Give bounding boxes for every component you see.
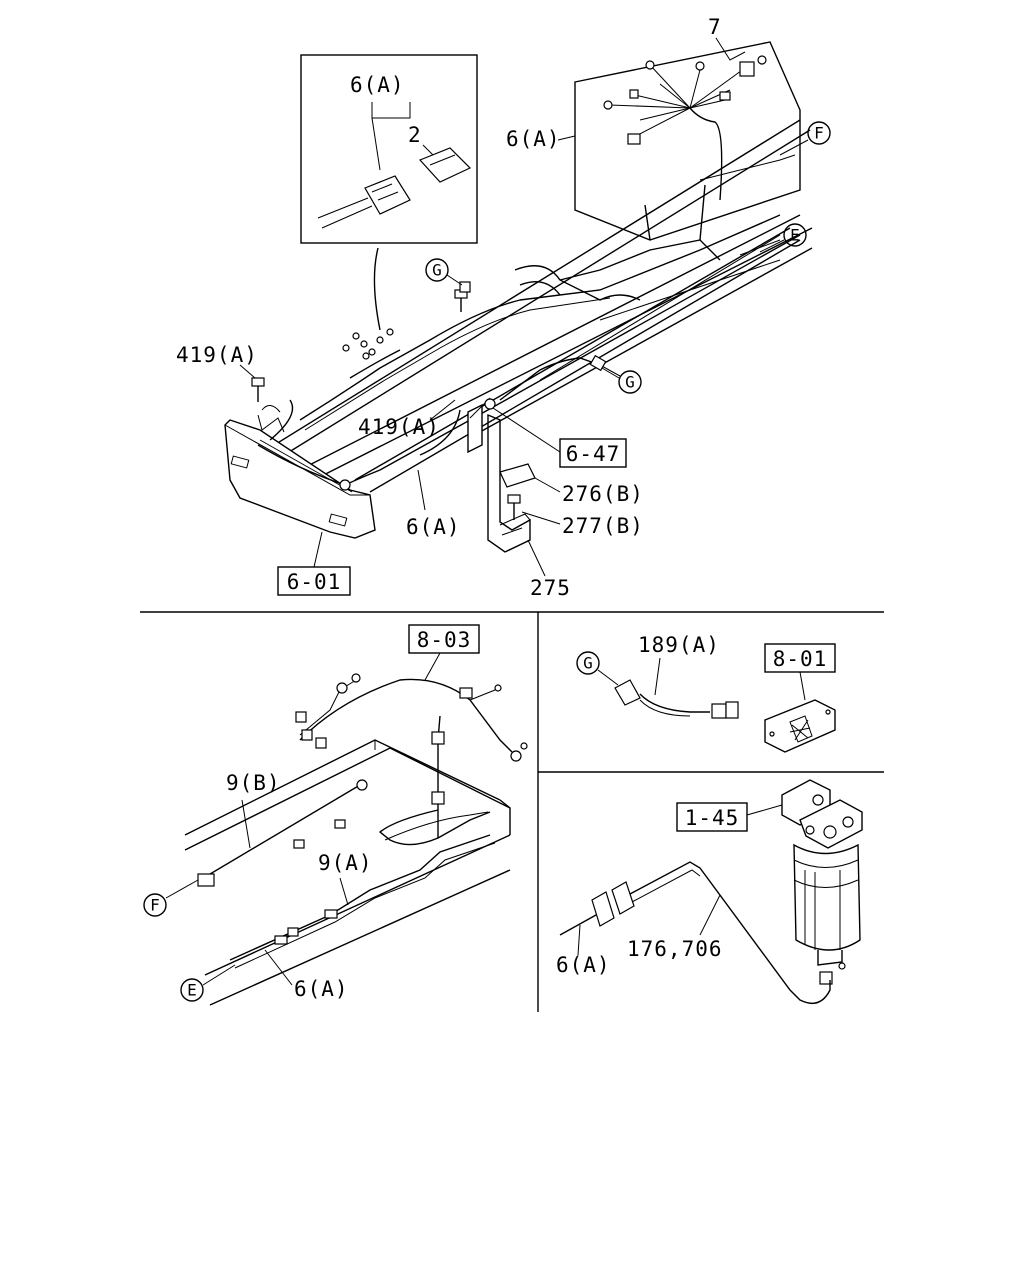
label-419a-left: 419(A)	[176, 343, 258, 367]
label-6a-bottom-right: 6(A)	[556, 953, 611, 977]
lower-frame	[184, 739, 511, 1006]
svg-text:G: G	[583, 654, 593, 673]
svg-text:G: G	[625, 373, 635, 392]
mount-bracket	[467, 397, 496, 454]
label-276b: 276(B)	[562, 482, 644, 506]
fuel-filter	[781, 779, 863, 985]
label-9b: 9(B)	[226, 771, 281, 795]
label-6a-bumper: 6(A)	[406, 515, 461, 539]
reference-circle-g: G	[425, 258, 463, 286]
ref-box-6-47[interactable]: 6-47	[492, 407, 627, 468]
label-277b: 277(B)	[562, 514, 644, 538]
inset-label-6a: 6(A)	[350, 73, 405, 97]
svg-text:8-03: 8-03	[417, 628, 472, 652]
ref-box-8-01[interactable]: 8-01	[764, 643, 836, 701]
connector-inset: 6(A) 2	[300, 54, 478, 244]
reference-circle-f: F	[779, 121, 831, 156]
fuel-sensor-cable	[559, 861, 831, 1004]
ref-box-6-01[interactable]: 6-01	[277, 531, 351, 596]
harness-callout: 7 6(A)	[506, 15, 801, 241]
bolt-icon	[454, 289, 468, 312]
svg-text:6-01: 6-01	[287, 570, 342, 594]
rear-bumper	[224, 399, 471, 539]
reference-circle-e: E	[180, 964, 236, 1002]
label-176-706: 176,706	[627, 937, 723, 961]
reference-circle-f: F	[143, 879, 199, 917]
cable-189a	[614, 679, 739, 719]
svg-text:1-45: 1-45	[685, 806, 740, 830]
svg-text:E: E	[790, 226, 800, 245]
bolt-icon	[507, 494, 561, 525]
bolt-icon	[251, 377, 265, 402]
chassis-frame	[249, 119, 813, 493]
label-7: 7	[708, 15, 722, 39]
license-lamp	[764, 699, 836, 753]
connector-plug-icon	[364, 175, 411, 215]
reference-circle-g: G	[576, 651, 619, 686]
svg-text:8-01: 8-01	[773, 647, 828, 671]
label-419a-mid: 419(A)	[358, 415, 440, 439]
connector-g-icon	[459, 281, 471, 293]
svg-text:E: E	[187, 981, 197, 1000]
fastener-cluster-icon	[342, 328, 394, 360]
reference-circle-e: E	[759, 223, 807, 253]
cable-9a	[229, 834, 496, 969]
connector-socket-icon	[418, 147, 472, 183]
svg-text:F: F	[814, 124, 824, 143]
label-6a-bottom-left: 6(A)	[294, 977, 349, 1001]
label-9a: 9(A)	[318, 851, 373, 875]
ref-box-1-45[interactable]: 1-45	[676, 802, 783, 832]
ref-box-8-03[interactable]: 8-03	[408, 624, 480, 681]
svg-text:G: G	[432, 261, 442, 280]
cable-9b	[197, 779, 368, 887]
harness-8-03	[295, 673, 528, 846]
bracket-cover	[499, 463, 561, 493]
label-275: 275	[530, 576, 571, 600]
svg-text:6-47: 6-47	[566, 442, 621, 466]
reference-circle-g: G	[601, 367, 642, 394]
label-6a-harness: 6(A)	[506, 127, 561, 151]
inset-label-2: 2	[408, 123, 422, 147]
svg-text:F: F	[150, 896, 160, 915]
label-189a: 189(A)	[638, 633, 720, 657]
bracket-mount	[487, 413, 546, 577]
